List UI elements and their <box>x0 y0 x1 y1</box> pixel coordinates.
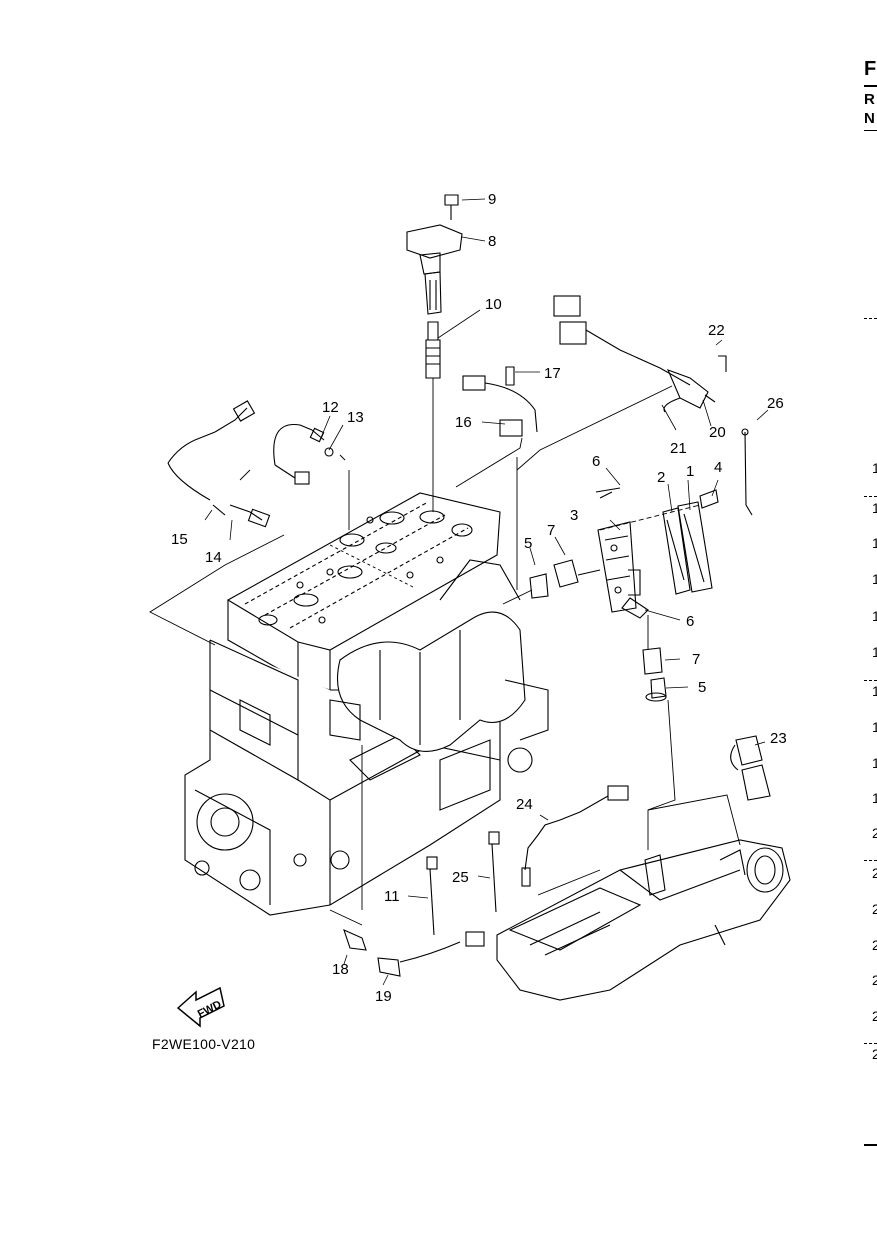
edge-row-digit: 2 <box>872 1008 877 1024</box>
edge-row-digit: 1 <box>872 683 877 699</box>
cam-sensor <box>462 366 538 437</box>
muffler-assembly <box>496 839 791 1001</box>
callout-7a: 7 <box>547 522 555 539</box>
rubber-pad-2 <box>662 507 691 595</box>
grommet-7 <box>553 559 663 675</box>
callout-leaders <box>204 198 769 986</box>
callout-10: 10 <box>485 296 502 313</box>
callout-9: 9 <box>488 191 496 208</box>
callout-3: 3 <box>570 507 578 524</box>
edge-rule <box>864 1043 877 1044</box>
edge-row-digit: 1 <box>872 790 877 806</box>
callout-17: 17 <box>544 365 561 382</box>
callout-6b: 6 <box>686 613 694 630</box>
temp-sensor <box>273 423 334 485</box>
edge-row-digit: 1 <box>872 460 877 476</box>
callout-19: 19 <box>375 988 392 1005</box>
edge-letter-r: R <box>864 91 875 108</box>
drawing-code: F2WE100-V210 <box>152 1036 256 1052</box>
edge-row-digit: 2 <box>872 972 877 988</box>
callout-8: 8 <box>488 233 496 250</box>
crank-sensor <box>167 400 271 528</box>
callout-5b: 5 <box>698 679 706 696</box>
callout-13: 13 <box>347 409 364 426</box>
edge-row-digit: 1 <box>872 500 877 516</box>
bolt-4 <box>699 489 719 509</box>
rubber-pad-1 <box>677 501 713 593</box>
cable-tie-25 <box>488 831 500 913</box>
spark-plug <box>425 321 441 379</box>
edge-rule <box>864 1144 877 1146</box>
callout-labels: 1 2 3 4 5 5 6 6 7 7 8 9 10 11 12 13 14 1… <box>171 191 787 1021</box>
pressure-sensor <box>730 735 771 801</box>
edge-row-digit: 2 <box>872 865 877 881</box>
callout-20: 20 <box>709 424 726 441</box>
fwd-arrow-icon <box>176 986 225 1028</box>
edge-row-digit: 2 <box>872 901 877 917</box>
callout-5a: 5 <box>524 535 532 552</box>
callout-2: 2 <box>657 469 665 486</box>
exhaust-temp-sensor <box>521 785 629 887</box>
callout-21: 21 <box>670 440 687 457</box>
knock-sensor <box>377 931 485 977</box>
leader-lines <box>149 378 741 926</box>
callout-18: 18 <box>332 961 349 978</box>
callout-15: 15 <box>171 531 188 548</box>
callout-4: 4 <box>714 459 722 476</box>
edge-letter-f: F <box>864 58 877 80</box>
edge-rule <box>864 318 877 319</box>
engine-block <box>184 492 549 916</box>
edge-row-digit: 1 <box>872 719 877 735</box>
edge-row-digit: 1 <box>872 608 877 624</box>
callout-16: 16 <box>455 414 472 431</box>
callout-12: 12 <box>322 399 339 416</box>
edge-row-digit: 1 <box>872 535 877 551</box>
edge-row-digit: 1 <box>872 571 877 587</box>
callout-22: 22 <box>708 322 725 339</box>
callout-23: 23 <box>770 730 787 747</box>
edge-row-digit: 2 <box>872 825 877 841</box>
edge-row-digit: 1 <box>872 644 877 660</box>
clamp-26 <box>741 428 753 516</box>
edge-rule <box>864 130 877 131</box>
edge-rule <box>864 680 877 681</box>
edge-row-digit: 2 <box>872 937 877 953</box>
wire-harness-20 <box>553 295 727 413</box>
edge-letter-n: N <box>864 110 875 127</box>
oil-pressure-switch <box>343 928 367 951</box>
edge-row-digit: 1 <box>872 755 877 771</box>
callout-14: 14 <box>205 549 222 566</box>
edge-rule <box>864 85 877 87</box>
callout-26: 26 <box>767 395 784 412</box>
edge-rule <box>864 496 877 497</box>
callout-11: 11 <box>384 888 400 905</box>
callout-24: 24 <box>516 796 533 813</box>
coil-bolt <box>444 194 459 220</box>
callout-1: 1 <box>686 463 694 480</box>
collar-5 <box>529 573 667 702</box>
callout-25: 25 <box>452 869 469 886</box>
callout-6a: 6 <box>592 453 600 470</box>
edge-row-digit: 2 <box>872 1046 877 1062</box>
edge-rule <box>864 860 877 861</box>
ignition-coil <box>406 224 463 315</box>
callout-7b: 7 <box>692 651 700 668</box>
cable-tie-11 <box>426 856 438 936</box>
ecu-bracket <box>595 487 649 619</box>
